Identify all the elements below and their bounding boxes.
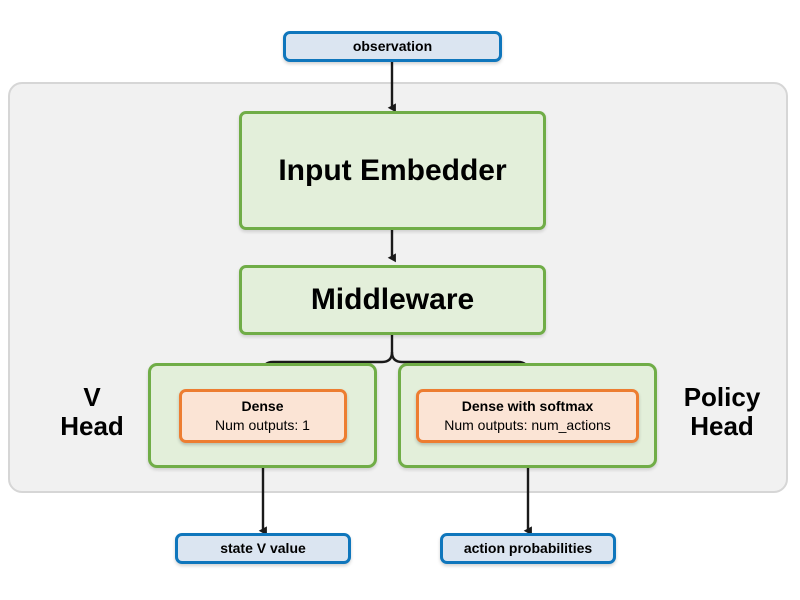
- node-observation-label: observation: [352, 38, 433, 55]
- node-v-head-dense-title: Dense: [241, 397, 284, 414]
- node-v-head-container[interactable]: Dense Num outputs: 1: [148, 363, 377, 468]
- node-middleware[interactable]: Middleware: [239, 265, 546, 335]
- label-policy-head-line2: Head: [690, 411, 754, 442]
- node-policy-head-dense[interactable]: Dense with softmax Num outputs: num_acti…: [416, 388, 639, 443]
- node-policy-head-dense-subtitle: Num outputs: num_actions: [444, 416, 611, 433]
- node-v-head-dense-subtitle: Num outputs: 1: [215, 416, 310, 433]
- node-policy-head-container[interactable]: Dense with softmax Num outputs: num_acti…: [398, 363, 657, 468]
- node-input-embedder[interactable]: Input Embedder: [239, 111, 546, 230]
- node-middleware-label: Middleware: [310, 283, 475, 317]
- label-policy-head: Policy Head: [662, 382, 782, 442]
- node-state-v-value[interactable]: state V value: [175, 533, 351, 564]
- label-v-head-line2: Head: [60, 411, 124, 442]
- node-observation[interactable]: observation: [283, 31, 502, 62]
- node-state-v-value-label: state V value: [220, 540, 306, 557]
- node-action-probabilities-label: action probabilities: [463, 540, 593, 557]
- node-policy-head-dense-title: Dense with softmax: [461, 397, 594, 414]
- node-input-embedder-label: Input Embedder: [278, 153, 507, 187]
- node-v-head-dense[interactable]: Dense Num outputs: 1: [178, 388, 347, 443]
- label-policy-head-line1: Policy: [683, 382, 761, 412]
- label-v-head-line1: V: [83, 382, 101, 412]
- label-v-head: V Head: [36, 382, 148, 442]
- node-action-probabilities[interactable]: action probabilities: [440, 533, 616, 564]
